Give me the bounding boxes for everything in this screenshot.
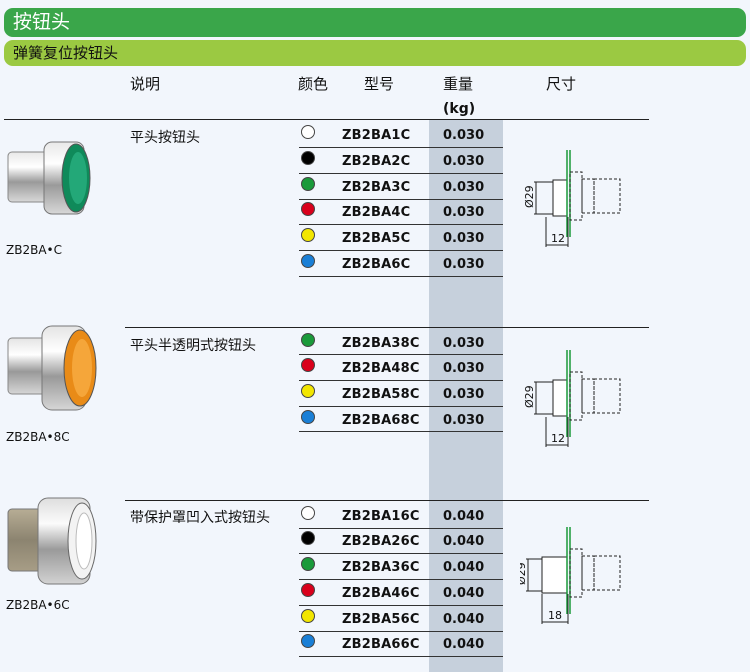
- model-number: ZB2BA6C: [342, 257, 411, 272]
- weight-value: 0.040: [443, 534, 485, 549]
- header-weight: 重量: [443, 75, 474, 93]
- product-image: [7, 325, 97, 411]
- model-number: ZB2BA36C: [342, 560, 420, 575]
- dimension-length: 12: [551, 432, 565, 445]
- row-divider: [299, 631, 503, 632]
- dimension-drawing: Ø29 18: [520, 527, 621, 624]
- color-dot-blue: [301, 634, 315, 648]
- dimension-diameter: Ø29: [523, 185, 536, 208]
- row-divider: [299, 579, 503, 580]
- color-dot-yellow: [301, 228, 315, 242]
- row-divider: [299, 250, 503, 251]
- group-divider-2: [125, 327, 649, 328]
- product-image: [7, 497, 97, 585]
- dimension-drawing: Ø29 12: [523, 350, 621, 447]
- header-size: 尺寸: [546, 75, 577, 93]
- color-dot-white: [301, 506, 315, 520]
- weight-value: 0.030: [443, 387, 485, 402]
- dimension-diameter: Ø29: [523, 385, 536, 408]
- color-dot-red: [301, 358, 315, 372]
- model-number: ZB2BA5C: [342, 231, 411, 246]
- row-divider: [299, 528, 503, 529]
- page-title: 按钮头: [4, 8, 746, 37]
- model-number: ZB2BA3C: [342, 180, 411, 195]
- color-dot-green: [301, 557, 315, 571]
- weight-value: 0.030: [443, 257, 485, 272]
- weight-value: 0.040: [443, 586, 485, 601]
- model-number: ZB2BA4C: [342, 205, 411, 220]
- weight-value: 0.030: [443, 361, 485, 376]
- row-divider: [299, 406, 503, 407]
- model-number: ZB2BA56C: [342, 612, 420, 627]
- model-number: ZB2BA66C: [342, 637, 420, 652]
- header-divider: [4, 119, 649, 120]
- dimension-drawing: Ø29 12: [523, 150, 621, 247]
- model-number: ZB2BA46C: [342, 586, 420, 601]
- row-divider: [299, 199, 503, 200]
- color-dot-yellow: [301, 384, 315, 398]
- model-number: ZB2BA38C: [342, 336, 420, 351]
- dimension-length: 18: [548, 609, 562, 622]
- row-divider: [299, 605, 503, 606]
- model-number: ZB2BA48C: [342, 361, 420, 376]
- weight-value: 0.040: [443, 637, 485, 652]
- row-divider: [299, 354, 503, 355]
- row-divider: [299, 431, 503, 432]
- weight-value: 0.030: [443, 180, 485, 195]
- color-dot-red: [301, 583, 315, 597]
- product-description: 带保护罩凹入式按钮头: [130, 510, 270, 526]
- model-number: ZB2BA2C: [342, 154, 411, 169]
- color-dot-black: [301, 151, 315, 165]
- color-dot-black: [301, 531, 315, 545]
- weight-value: 0.040: [443, 560, 485, 575]
- row-divider: [299, 276, 503, 277]
- header-description: 说明: [130, 75, 161, 93]
- product-image: [7, 141, 91, 215]
- product-ref: ZB2BA•6C: [6, 598, 70, 612]
- weight-value: 0.030: [443, 413, 485, 428]
- model-number: ZB2BA68C: [342, 413, 420, 428]
- weight-value: 0.030: [443, 128, 485, 143]
- color-dot-green: [301, 177, 315, 191]
- color-dot-blue: [301, 410, 315, 424]
- weight-value: 0.030: [443, 154, 485, 169]
- color-dot-red: [301, 202, 315, 216]
- row-divider: [299, 553, 503, 554]
- product-description: 平头按钮头: [130, 130, 200, 146]
- model-number: ZB2BA26C: [342, 534, 420, 549]
- weight-value: 0.030: [443, 231, 485, 246]
- row-divider: [299, 173, 503, 174]
- weight-value: 0.030: [443, 336, 485, 351]
- weight-value: 0.030: [443, 205, 485, 220]
- header-color: 颜色: [298, 75, 329, 93]
- color-dot-yellow: [301, 609, 315, 623]
- product-ref: ZB2BA•8C: [6, 430, 70, 444]
- group-divider-3: [125, 500, 649, 501]
- row-divider: [299, 380, 503, 381]
- weight-column-shade: [429, 120, 503, 672]
- color-dot-blue: [301, 254, 315, 268]
- model-number: ZB2BA58C: [342, 387, 420, 402]
- row-divider: [299, 656, 503, 657]
- row-divider: [299, 147, 503, 148]
- product-ref: ZB2BA•C: [6, 243, 62, 257]
- row-divider: [299, 224, 503, 225]
- weight-value: 0.040: [443, 612, 485, 627]
- model-number: ZB2BA1C: [342, 128, 411, 143]
- header-weight-unit: (kg): [443, 101, 476, 117]
- color-dot-green: [301, 333, 315, 347]
- header-model: 型号: [364, 75, 395, 93]
- weight-value: 0.040: [443, 509, 485, 524]
- product-description: 平头半透明式按钮头: [130, 338, 256, 354]
- model-number: ZB2BA16C: [342, 509, 420, 524]
- dimension-diameter: Ø29: [520, 562, 528, 585]
- dimension-length: 12: [551, 232, 565, 245]
- section-title: 弹簧复位按钮头: [4, 40, 746, 66]
- color-dot-white: [301, 125, 315, 139]
